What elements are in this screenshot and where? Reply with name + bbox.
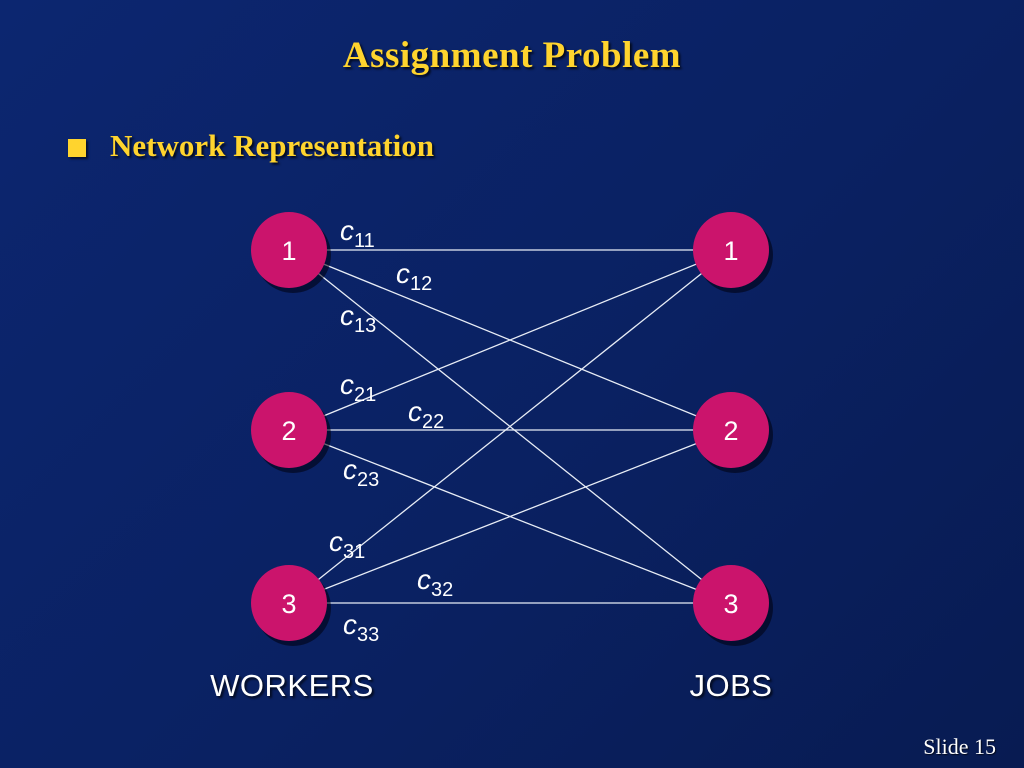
edge-cost-label: c21 <box>340 369 376 406</box>
network-node <box>693 212 769 288</box>
edge-cost-label: c32 <box>417 564 453 601</box>
edge-cost-label: c23 <box>343 454 379 491</box>
network-node <box>251 392 327 468</box>
network-node <box>693 392 769 468</box>
edge-cost-label: c31 <box>329 526 365 563</box>
edge-cost-label: c33 <box>343 609 379 646</box>
edge-cost-label: c22 <box>408 396 444 433</box>
edge-cost-label: c11 <box>340 215 375 252</box>
network-node <box>251 565 327 641</box>
edge-cost-label: c12 <box>396 258 432 295</box>
network-node <box>693 565 769 641</box>
node-label: 2 <box>281 416 296 446</box>
edge-line <box>288 249 732 604</box>
node-label: 2 <box>723 416 738 446</box>
node-label: 3 <box>281 589 296 619</box>
workers-label: WORKERS <box>210 668 374 703</box>
edge-line <box>288 429 732 604</box>
bullet-label: Network Representation <box>110 128 435 163</box>
node-label: 3 <box>723 589 738 619</box>
edge-line <box>288 249 732 431</box>
edge-cost-label: c13 <box>340 300 376 337</box>
slide-title: Assignment Problem <box>342 35 682 76</box>
node-label: 1 <box>281 236 296 266</box>
node-label: 1 <box>723 236 738 266</box>
bullet-row: Network Representation <box>68 128 434 164</box>
network-node <box>251 212 327 288</box>
bullet-square-icon <box>68 139 86 157</box>
jobs-label: JOBS <box>689 668 773 703</box>
slide-number: Slide 15 <box>923 734 996 759</box>
